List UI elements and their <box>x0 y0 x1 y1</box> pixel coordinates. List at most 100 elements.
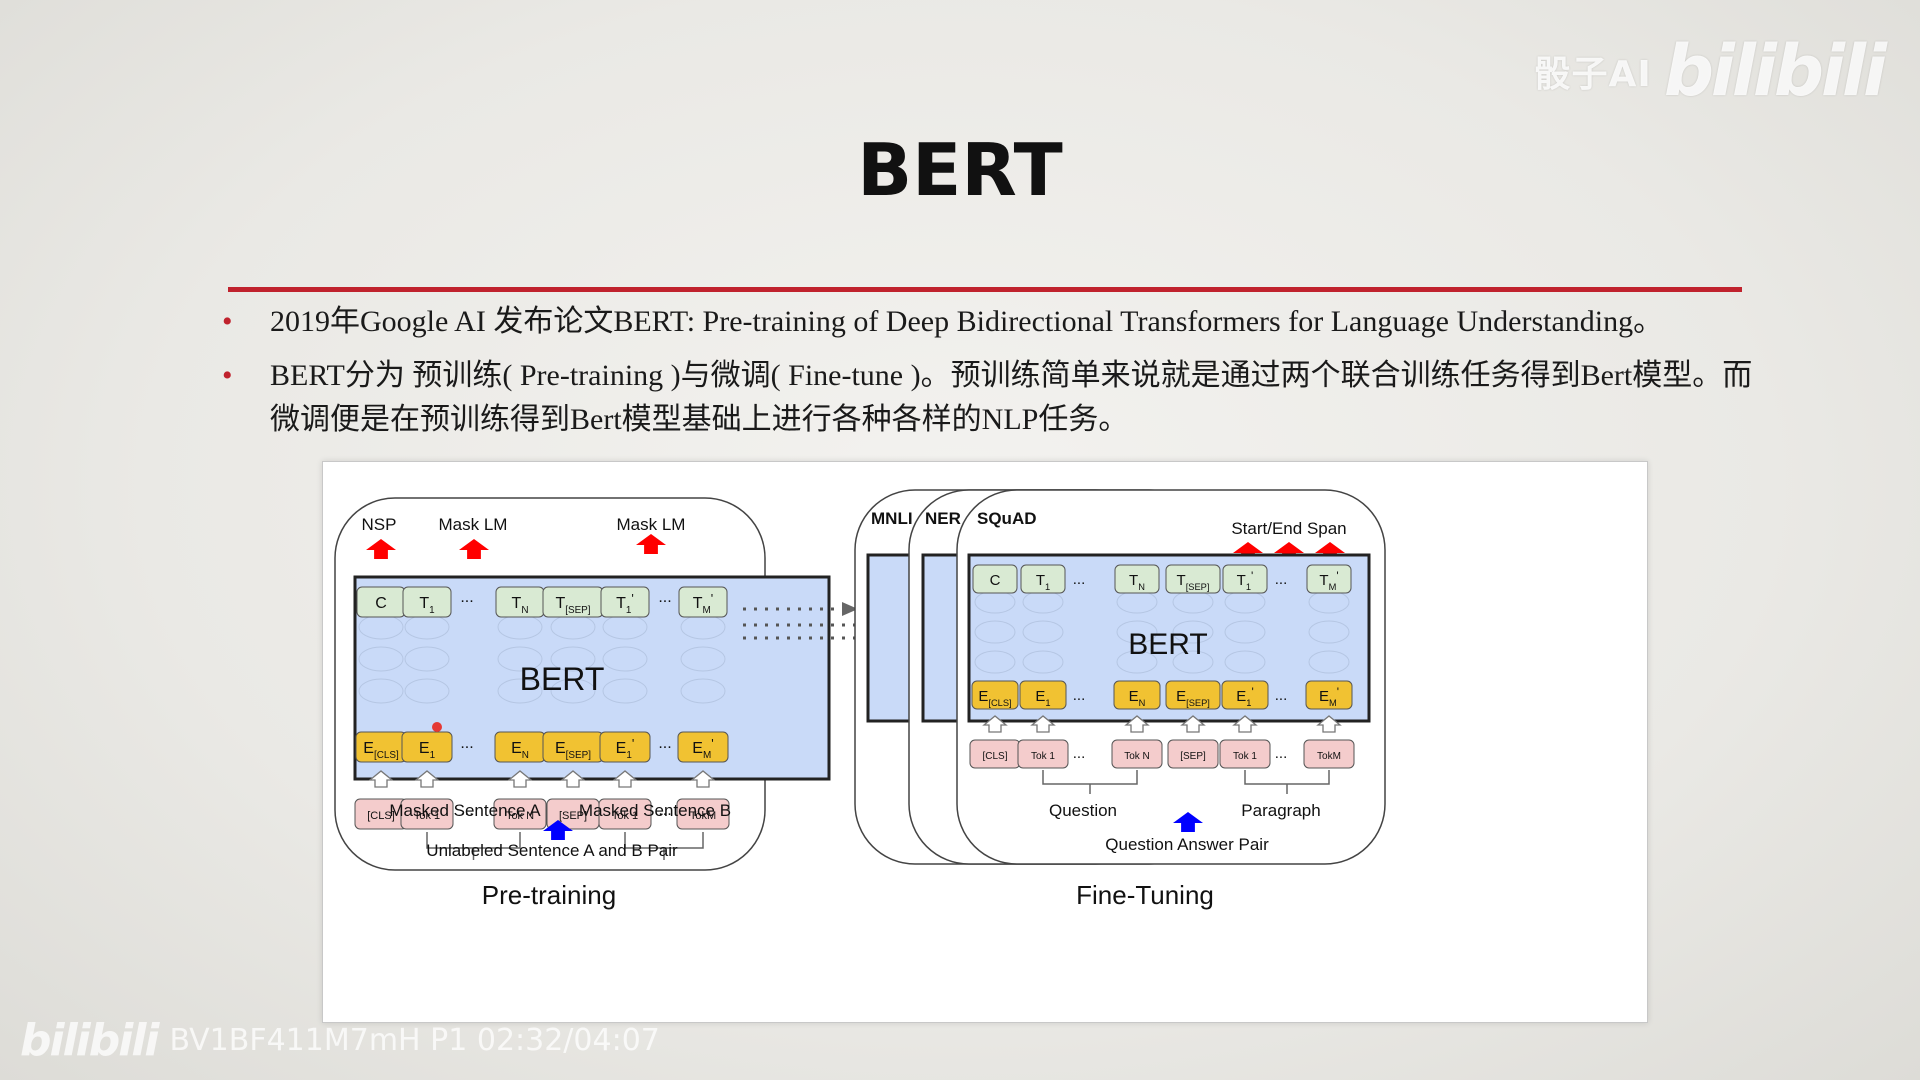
embedding-label: EN <box>511 740 529 761</box>
input-token-box <box>676 798 730 830</box>
span-arrow-2 <box>1274 542 1304 562</box>
transformer-node <box>358 678 404 704</box>
input-arrow <box>612 770 638 788</box>
ellipsis: ... <box>460 589 473 606</box>
ellipsis: ... <box>460 802 473 819</box>
input-arrow <box>1030 715 1056 733</box>
pretrain-caption: Pre-training <box>482 880 616 910</box>
slide-title: BERT <box>857 128 1063 212</box>
ellipsis: ... <box>658 802 671 819</box>
input-token-label: Tok 1 <box>612 810 638 822</box>
input-token-label: [SEP] <box>1180 751 1206 762</box>
bullet-text: 2019年Google AI 发布论文BERT: Pre-training of… <box>270 305 1664 338</box>
input-token-label: Tok 1 <box>1233 751 1257 762</box>
input-token-box <box>400 798 454 830</box>
channel-name: 骰子AI <box>1534 54 1652 95</box>
input-arrow <box>560 770 586 788</box>
transformer-node <box>680 678 726 704</box>
ellipsis: ... <box>460 735 473 752</box>
embedding-label: EM' <box>692 736 713 761</box>
embedding-box <box>1019 680 1067 710</box>
task-label-ner: NER <box>925 509 961 528</box>
input-token-label: TokM <box>1317 751 1341 762</box>
transformer-node <box>1224 620 1266 644</box>
bert-label: BERT <box>520 661 605 697</box>
bullet-list: • 2019年Google AI 发布论文BERT: Pre-training o… <box>222 300 1782 452</box>
embedding-box <box>401 731 453 763</box>
span-arrow-3 <box>1315 542 1345 562</box>
mask-lm-label-2: Mask LM <box>617 515 686 534</box>
output-token-box <box>1306 564 1352 594</box>
input-token-box <box>1303 739 1355 769</box>
mask-lm-arrow-2 <box>636 534 666 554</box>
pair-label: Unlabeled Sentence A and B Pair <box>426 841 678 860</box>
transformer-node <box>1224 650 1266 674</box>
qa-pair-arrow <box>1173 812 1203 832</box>
embedding-label: E1' <box>616 736 635 761</box>
output-token-label: T[SEP] <box>1177 572 1210 592</box>
embedding-label: E1 <box>419 740 436 761</box>
embedding-label: E1 <box>1035 688 1050 708</box>
embedding-box <box>1165 680 1221 710</box>
input-arrow <box>982 715 1008 733</box>
mask-lm-arrow-1 <box>459 539 489 559</box>
bilibili-logo-small: bilibili <box>20 1015 159 1066</box>
input-arrow <box>1232 715 1258 733</box>
output-token-box <box>402 586 452 618</box>
bullet-item: •2019年Google AI 发布论文BERT: Pre-training o… <box>222 300 1782 344</box>
bert-label-finetune: BERT <box>1128 628 1207 661</box>
paragraph-label: Paragraph <box>1241 801 1320 820</box>
output-token-label: TM' <box>1319 569 1338 592</box>
embedding-label: E[CLS] <box>363 740 399 761</box>
qa-pair-label: Question Answer Pair <box>1105 835 1269 854</box>
output-token-box <box>972 564 1018 594</box>
bilibili-logo: bilibili <box>1663 30 1887 112</box>
input-arrow <box>368 770 394 788</box>
transformer-node <box>1022 650 1064 674</box>
input-arrow <box>414 770 440 788</box>
transformer-node <box>550 646 596 672</box>
output-token-label: T1 <box>1036 572 1050 592</box>
embedding-box <box>1221 680 1269 710</box>
title-divider <box>228 287 1742 292</box>
output-token-label: T1' <box>1237 569 1254 592</box>
nsp-arrow <box>366 539 396 559</box>
ellipsis: ... <box>1073 687 1086 704</box>
input-token-label: TokM <box>690 810 716 822</box>
transformer-node <box>680 646 726 672</box>
embedding-box <box>1305 680 1353 710</box>
pair-arrow <box>543 820 573 840</box>
transformer-node <box>358 646 404 672</box>
output-token-box <box>1114 564 1160 594</box>
question-label: Question <box>1049 801 1117 820</box>
input-arrow <box>690 770 716 788</box>
output-token-box <box>1165 564 1221 594</box>
embedding-label: E[SEP] <box>1176 688 1210 708</box>
output-token-label: C <box>990 572 1001 589</box>
transformer-node <box>404 678 450 704</box>
input-arrow <box>1180 715 1206 733</box>
transformer-node <box>1172 650 1214 674</box>
ellipsis: ... <box>1073 571 1086 588</box>
output-token-label: TN <box>512 595 529 616</box>
transformer-node <box>497 646 543 672</box>
input-token-label: Tok N <box>506 810 534 822</box>
video-info: BV1BF411M7mH P1 02:32/04:07 <box>169 1023 660 1058</box>
transformer-node <box>974 620 1016 644</box>
input-token-box <box>493 798 547 830</box>
transformer-node <box>404 646 450 672</box>
transformer-node <box>1308 650 1350 674</box>
output-token-label: TN <box>1129 572 1145 592</box>
input-arrow <box>507 770 533 788</box>
bullet-icon: • <box>222 359 233 392</box>
input-token-box <box>1111 739 1163 769</box>
transformer-node <box>1116 650 1158 674</box>
output-token-box <box>678 586 728 618</box>
embedding-label: E[SEP] <box>555 740 591 761</box>
output-token-box <box>600 586 650 618</box>
input-token-label: [SEP] <box>559 810 587 822</box>
cursor-dot <box>432 722 442 732</box>
embedding-label: E1' <box>1236 685 1253 708</box>
input-token-box <box>1219 739 1271 769</box>
